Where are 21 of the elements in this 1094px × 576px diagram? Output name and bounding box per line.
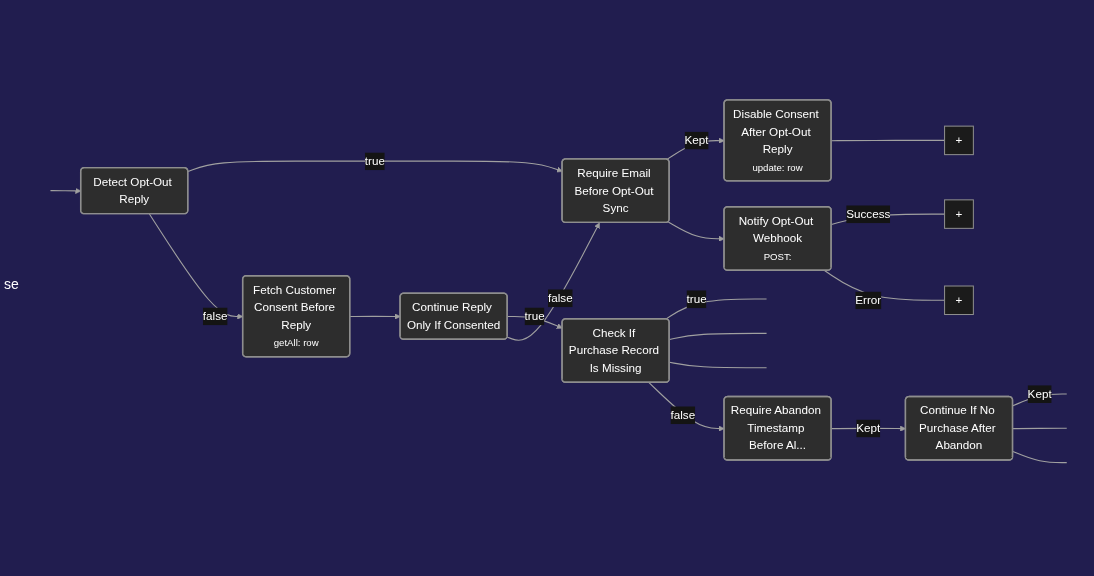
edge-label: false: [202, 309, 228, 323]
edge-label: Kept: [856, 421, 881, 435]
edge-label: Success: [846, 207, 891, 221]
connector: [1012, 427, 1068, 430]
text-label: se: [4, 275, 19, 294]
node-box: +: [943, 125, 974, 156]
edge-label: Kept: [684, 133, 709, 147]
edge-label: Error: [855, 293, 882, 307]
connector: [668, 361, 767, 369]
node-box: +: [943, 199, 974, 229]
edge-label: false: [547, 291, 573, 305]
connector: [665, 298, 767, 320]
edge-label: Kept: [1027, 387, 1052, 401]
connector: [668, 332, 767, 341]
edge-label: true: [524, 309, 545, 323]
edge-label: false: [670, 408, 695, 422]
connector: [1012, 450, 1068, 464]
node-box: +: [943, 285, 974, 316]
connector: [830, 139, 945, 142]
edge-label: true: [686, 292, 707, 306]
edge-label: true: [364, 154, 385, 168]
